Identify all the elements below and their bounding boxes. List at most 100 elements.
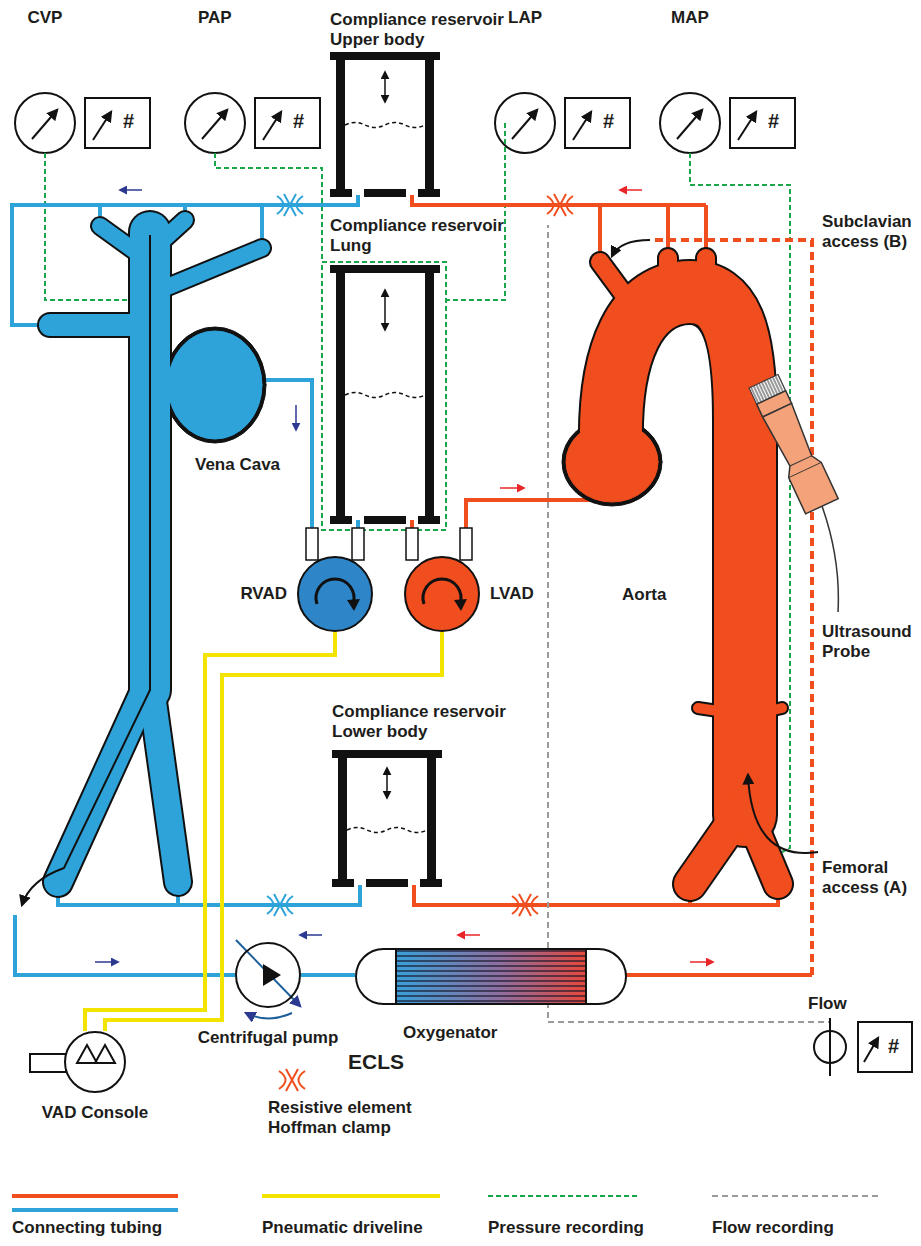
venous-tubing xyxy=(12,195,358,325)
hoffman-clamp xyxy=(267,194,573,916)
oxygenator-housing xyxy=(355,948,627,1005)
rvad-pump: RVAD xyxy=(240,556,373,632)
aorta xyxy=(611,292,745,815)
aorta xyxy=(765,708,782,712)
gauge-label: MAP xyxy=(671,8,709,28)
node-label: VAD Console xyxy=(42,1103,148,1123)
compliance-reservoir xyxy=(330,265,440,524)
flow-meter-symbol xyxy=(829,1018,831,1076)
node-label: RVAD xyxy=(240,584,287,604)
pressure-gauges xyxy=(185,93,320,153)
hoffman-clamp xyxy=(277,194,303,216)
flow-direction-arrow xyxy=(120,189,142,191)
organ-label: Aorta xyxy=(622,585,666,605)
flow-direction-arrow xyxy=(295,405,297,430)
aorta xyxy=(600,262,628,300)
compliance-reservoir xyxy=(330,52,440,60)
vena-cava xyxy=(100,226,150,262)
display-digits: # xyxy=(768,110,779,133)
compliance-reservoir xyxy=(384,72,386,102)
flow-direction-arrow xyxy=(500,487,524,489)
vad-cannula xyxy=(460,528,472,560)
vad-cannula xyxy=(406,528,418,560)
flow-line xyxy=(548,225,830,1022)
access-arrow xyxy=(612,240,650,256)
gauge-label: CVP xyxy=(28,8,63,28)
vena-cava xyxy=(160,248,262,290)
gauge-label: PAP xyxy=(198,8,232,28)
ultrasound-probe xyxy=(790,456,812,466)
legend-sample xyxy=(12,1208,178,1212)
aorta xyxy=(697,258,715,300)
aorta xyxy=(600,262,628,300)
vena-cava xyxy=(150,680,178,882)
compliance-reservoir xyxy=(364,516,406,524)
node-label: Centrifugal pump xyxy=(198,1028,339,1048)
flow-meter-symbol xyxy=(814,1018,912,1076)
node-label: Oxygenator xyxy=(403,1023,497,1043)
access-arrow xyxy=(612,240,818,853)
drainage-cannula xyxy=(22,235,150,905)
legend-label: Connecting tubing xyxy=(12,1218,162,1238)
vena-cava xyxy=(50,312,150,338)
compliance-reservoir xyxy=(418,189,440,197)
ultrasound-probe xyxy=(789,462,822,477)
vena-cava xyxy=(150,680,178,882)
display-digits: # xyxy=(603,110,614,133)
display-digits: # xyxy=(123,110,134,133)
display-digits: # xyxy=(293,110,304,133)
flow-meter-symbol xyxy=(864,1038,878,1062)
compliance-reservoir xyxy=(332,750,442,758)
compliance-reservoir xyxy=(425,52,434,195)
legend-sample xyxy=(279,1069,305,1091)
console-housing xyxy=(77,1045,115,1063)
arterial-tubing xyxy=(414,885,778,905)
compliance-reservoir xyxy=(420,879,442,887)
compliance-reservoir xyxy=(427,750,436,885)
flow-meter-symbol xyxy=(858,1022,912,1072)
pump-housing xyxy=(263,964,281,986)
compliance-reservoir: Compliance reservoir Upper body xyxy=(330,10,505,49)
pump-housing xyxy=(454,599,467,611)
vena-cava xyxy=(164,327,266,443)
hoffman-clamp xyxy=(547,194,573,216)
compliance-reservoir xyxy=(330,189,352,197)
compliance-reservoir xyxy=(386,768,388,798)
vena-cava xyxy=(50,220,266,882)
compliance-reservoir xyxy=(336,265,345,522)
flow-direction-arrow xyxy=(620,189,642,191)
venous-tubing xyxy=(58,885,360,905)
probe-label: Ultrasound Probe xyxy=(822,622,918,661)
vad-cannula xyxy=(306,528,318,560)
node-label: LVAD xyxy=(490,584,534,604)
legend-sample xyxy=(12,1069,880,1210)
compliance-reservoir: Compliance reservoir Lung xyxy=(330,216,505,255)
hoffman-clamp xyxy=(267,894,293,916)
flow-direction-arrow xyxy=(300,934,322,936)
vena-cava xyxy=(50,220,266,882)
flow-meter: Flow xyxy=(808,994,908,1014)
vena-cava xyxy=(50,220,262,882)
pump-housing xyxy=(235,942,301,1008)
compliance-reservoir xyxy=(332,879,354,887)
pressure-gauges xyxy=(660,93,795,153)
lvad-pump: LVAD xyxy=(404,556,534,632)
legend-label: Pneumatic driveline xyxy=(262,1218,423,1238)
centrifugal-pump: Centrifugal pump xyxy=(198,942,339,1048)
compliance-reservoir xyxy=(330,52,440,197)
flow-meter-symbol xyxy=(814,1031,846,1063)
access-arrow xyxy=(748,775,818,853)
legend-label: Resistive element Hoffman clamp xyxy=(268,1098,443,1137)
ultrasound-probe xyxy=(761,403,838,514)
legend-sample xyxy=(712,1195,880,1197)
pump-housing xyxy=(404,556,480,632)
pressure-gauges xyxy=(15,93,150,153)
fiber-bundle xyxy=(395,950,587,1003)
aorta xyxy=(695,258,717,300)
ultrasound-probe xyxy=(747,374,838,514)
vena-cava xyxy=(150,220,185,252)
pressure-gauges xyxy=(15,93,795,153)
pump-housing xyxy=(297,556,373,632)
vena-cava xyxy=(160,248,262,290)
compliance-reservoir xyxy=(347,828,427,833)
